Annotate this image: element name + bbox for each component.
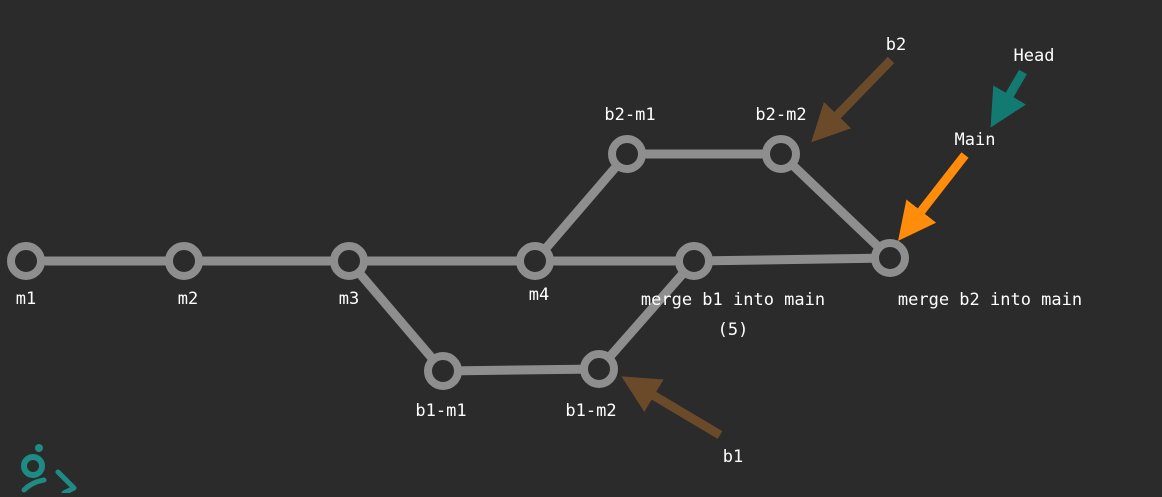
head-pointer-arrow xyxy=(990,69,1027,128)
label-m3: m3 xyxy=(339,289,359,309)
commit-node-m3[interactable] xyxy=(330,242,368,280)
edge-merge-b1-merge-b2 xyxy=(689,253,895,266)
corner-logo-icon xyxy=(21,444,77,496)
commit-node-merge-b2[interactable] xyxy=(871,239,909,277)
label-m1: m1 xyxy=(16,289,36,309)
edge-b2-m2-merge-b2 xyxy=(776,149,895,263)
label-b1-m2: b1-m2 xyxy=(565,401,616,421)
commit-node-m1[interactable] xyxy=(7,242,45,280)
pointer-labels: b2 Head Main b1 xyxy=(723,35,1055,467)
pointer-arrows xyxy=(621,56,1027,439)
pointer-label-main: Main xyxy=(955,130,996,150)
commit-node-merge-b1[interactable] xyxy=(675,242,713,280)
pointer-label-b1: b1 xyxy=(723,447,743,467)
main-pointer-arrow xyxy=(898,152,969,241)
commit-node-b2-m1[interactable] xyxy=(608,135,646,173)
label-b2-m1: b2-m1 xyxy=(604,105,655,125)
label-b2-m2: b2-m2 xyxy=(755,105,806,125)
label-merge-b1: merge b1 into main xyxy=(641,290,825,310)
label-merge-b2: merge b2 into main xyxy=(898,290,1082,310)
commit-node-m4[interactable] xyxy=(516,242,554,280)
commit-node-b2-m2[interactable] xyxy=(762,135,800,173)
commit-node-b1-m2[interactable] xyxy=(580,350,618,388)
commit-nodes xyxy=(7,135,909,390)
label-merge-b1-note: (5) xyxy=(718,320,749,340)
commit-node-b1-m1[interactable] xyxy=(424,352,462,390)
pointer-label-head: Head xyxy=(1014,46,1055,66)
commit-edges xyxy=(21,149,895,376)
edge-m4-b2-m1 xyxy=(530,149,632,266)
edge-m3-b1-m1 xyxy=(344,256,448,376)
pointer-label-b2: b2 xyxy=(886,35,906,55)
edge-b1-m1-b1-m2 xyxy=(438,364,604,376)
edge-b1-m2-merge-b1 xyxy=(594,256,699,374)
commit-labels: m1 m2 m3 m4 merge b1 into main (5) merge… xyxy=(16,105,1082,421)
label-b1-m1: b1-m1 xyxy=(415,401,466,421)
commit-node-m2[interactable] xyxy=(165,242,203,280)
b1-pointer-arrow xyxy=(621,376,723,439)
label-m4: m4 xyxy=(529,285,549,305)
label-m2: m2 xyxy=(178,289,198,309)
b2-pointer-arrow xyxy=(811,56,895,143)
